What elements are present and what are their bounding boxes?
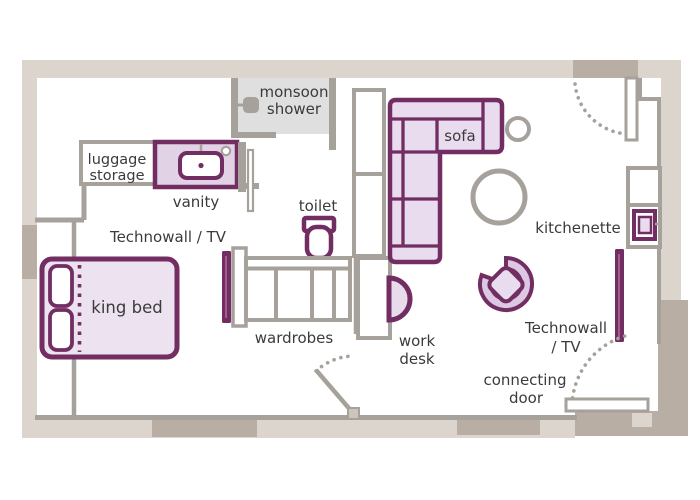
corner-notch	[632, 413, 652, 427]
entrance-door-swing	[573, 82, 629, 136]
kitchenette: kitchenette	[535, 166, 662, 249]
shower-wall-left	[231, 78, 238, 138]
entrance-door	[573, 76, 639, 142]
toilet-bowl	[304, 224, 334, 261]
bathroom-door-leaf	[246, 148, 255, 213]
side-table	[505, 116, 531, 142]
vanity-drain	[198, 162, 204, 169]
label-wardrobes: wardrobes	[255, 329, 334, 347]
work-desk: work desk	[356, 256, 436, 368]
shower-wall-bottom	[231, 132, 276, 138]
king-bed: king bed	[39, 256, 180, 360]
sofa: sofa	[387, 97, 505, 265]
bed-mattress	[39, 256, 180, 360]
divider-cabinet-lower	[352, 172, 386, 258]
wall-top	[22, 60, 662, 78]
divider-cabinet-upper	[352, 88, 386, 176]
label-king-bed: king bed	[91, 298, 162, 317]
armchair-seat	[487, 266, 525, 304]
label-work: work	[399, 332, 436, 350]
bathroom-wall-stub	[238, 142, 246, 192]
bedroom-door	[314, 354, 360, 420]
connecting-door: connecting door	[484, 334, 650, 413]
label-technowall-living-2: / TV	[551, 338, 581, 356]
label-luggage: luggage	[88, 152, 147, 168]
label-connecting: connecting	[484, 371, 567, 389]
technowall-living: Technowall / TV	[524, 249, 624, 356]
label-vanity: vanity	[173, 193, 220, 211]
coffee-table	[470, 168, 528, 226]
connecting-door-leaf	[564, 397, 650, 413]
shower-wall-right	[329, 78, 336, 150]
left-wall-window	[22, 225, 37, 279]
luggage-storage: luggage storage	[79, 140, 157, 186]
label-technowall-living-1: Technowall	[524, 319, 607, 337]
label-toilet: toilet	[299, 197, 338, 215]
armchair	[478, 256, 534, 312]
wall-right	[661, 60, 681, 305]
bottom-wall-segment-2	[457, 419, 540, 435]
label-storage: storage	[89, 168, 144, 184]
bedroom-door-leaf	[314, 368, 355, 415]
shower-head-icon	[231, 97, 259, 113]
entry-recess	[573, 60, 638, 78]
wardrobe-zone: wardrobes	[222, 246, 352, 347]
bottom-wall-segment-1	[152, 420, 257, 437]
sofa-sections	[391, 101, 485, 248]
divider-wall	[352, 88, 386, 334]
desk-chair	[386, 275, 413, 323]
bed-pillow-bottom	[48, 308, 74, 352]
label-shower: shower	[267, 100, 322, 118]
toilet: toilet	[299, 197, 338, 261]
desk-top	[356, 256, 392, 340]
bed-pillow-top	[48, 264, 74, 308]
label-technowall-bedroom: Technowall / TV	[109, 228, 227, 246]
sofa-outline	[387, 97, 505, 265]
label-sofa: sofa	[444, 127, 475, 145]
vanity: vanity	[152, 139, 240, 211]
bedroom-door-swing	[314, 354, 355, 373]
luggage-storage-unit	[79, 140, 157, 186]
bedroom-door-hinge	[347, 407, 360, 420]
label-monsoon: monsoon	[260, 83, 329, 101]
vanity-accessory	[220, 145, 232, 157]
kitchenette-basin	[637, 215, 653, 235]
label-door: door	[509, 389, 544, 407]
shower-room: monsoon shower	[231, 78, 336, 150]
entrance-door-leaf	[624, 76, 639, 142]
label-kitchenette: kitchenette	[535, 219, 620, 237]
right-wall-lower	[658, 300, 688, 436]
label-desk: desk	[399, 350, 435, 368]
kitchenette-counter	[626, 166, 662, 207]
